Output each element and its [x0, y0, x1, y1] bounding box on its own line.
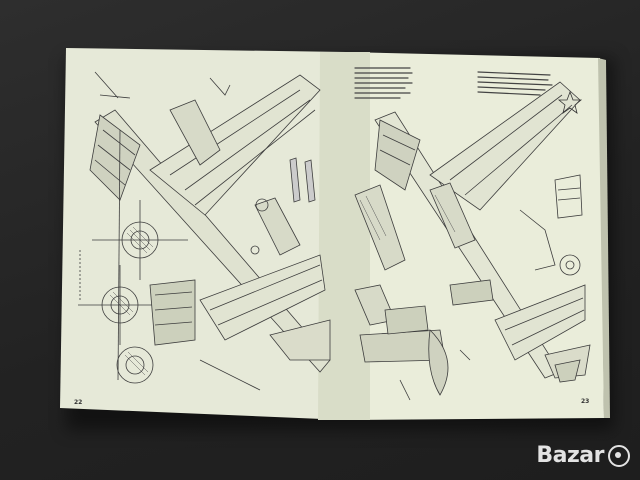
right-page-number: 23 — [581, 398, 590, 405]
watermark-text: Bazar — [536, 443, 604, 468]
watermark: Bazar — [536, 443, 630, 468]
bazar-logo-icon — [608, 444, 630, 467]
left-page-number: 22 — [74, 399, 83, 406]
left-aircraft-blueprint — [78, 71, 331, 391]
star-insignia-icon — [557, 90, 583, 114]
right-aircraft-blueprint — [354, 81, 591, 401]
